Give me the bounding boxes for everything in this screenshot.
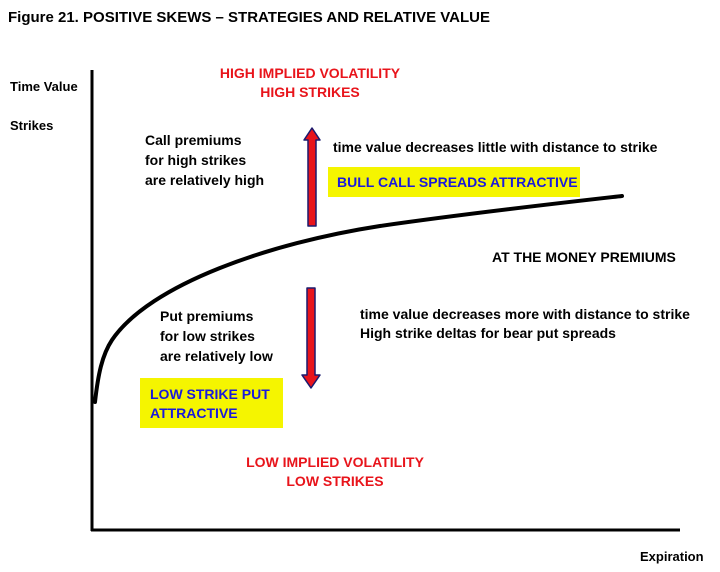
arrow-down-icon [301,287,321,389]
low-strike-put-box: LOW STRIKE PUT ATTRACTIVE [140,378,283,428]
low-volatility-line1: LOW IMPLIED VOLATILITY [246,454,424,470]
arrow-up-icon [303,127,321,227]
lower-right-line2: High strike deltas for bear put spreads [360,325,616,341]
atm-premiums-label: AT THE MONEY PREMIUMS [492,249,676,265]
put-premiums-note: Put premiums for low strikes are relativ… [160,306,273,366]
x-axis-label-expiration: Expiration [640,549,704,564]
y-axis-label-time-value: Time Value [10,79,78,94]
atm-premium-curve [93,194,624,404]
call-note-line3: are relatively high [145,172,265,188]
high-volatility-label: HIGH IMPLIED VOLATILITY HIGH STRIKES [200,64,420,102]
upper-right-note: time value decreases little with distanc… [333,139,658,155]
put-note-line1: Put premiums [160,308,254,324]
high-volatility-line1: HIGH IMPLIED VOLATILITY [219,65,401,81]
high-strikes-line2: HIGH STRIKES [260,84,360,100]
lower-right-note: time value decreases more with distance … [360,305,690,343]
figure-title: Figure 21. POSITIVE SKEWS – STRATEGIES A… [8,9,491,26]
lower-right-line1: time value decreases more with distance … [360,306,690,322]
y-axis-label-strikes: Strikes [10,118,54,133]
put-note-line3: are relatively low [160,348,273,364]
low-volatility-label: LOW IMPLIED VOLATILITY LOW STRIKES [224,453,446,491]
put-note-line2: for low strikes [160,328,255,344]
call-note-line2: for high strikes [145,152,247,168]
bull-call-spreads-box: BULL CALL SPREADS ATTRACTIVE [328,167,580,197]
low-strikes-line2: LOW STRIKES [286,473,384,489]
call-premiums-note: Call premiums for high strikes are relat… [145,130,264,190]
put-box-line1: LOW STRIKE PUT [150,386,270,402]
put-box-line2: ATTRACTIVE [150,405,238,421]
call-note-line1: Call premiums [145,132,242,148]
